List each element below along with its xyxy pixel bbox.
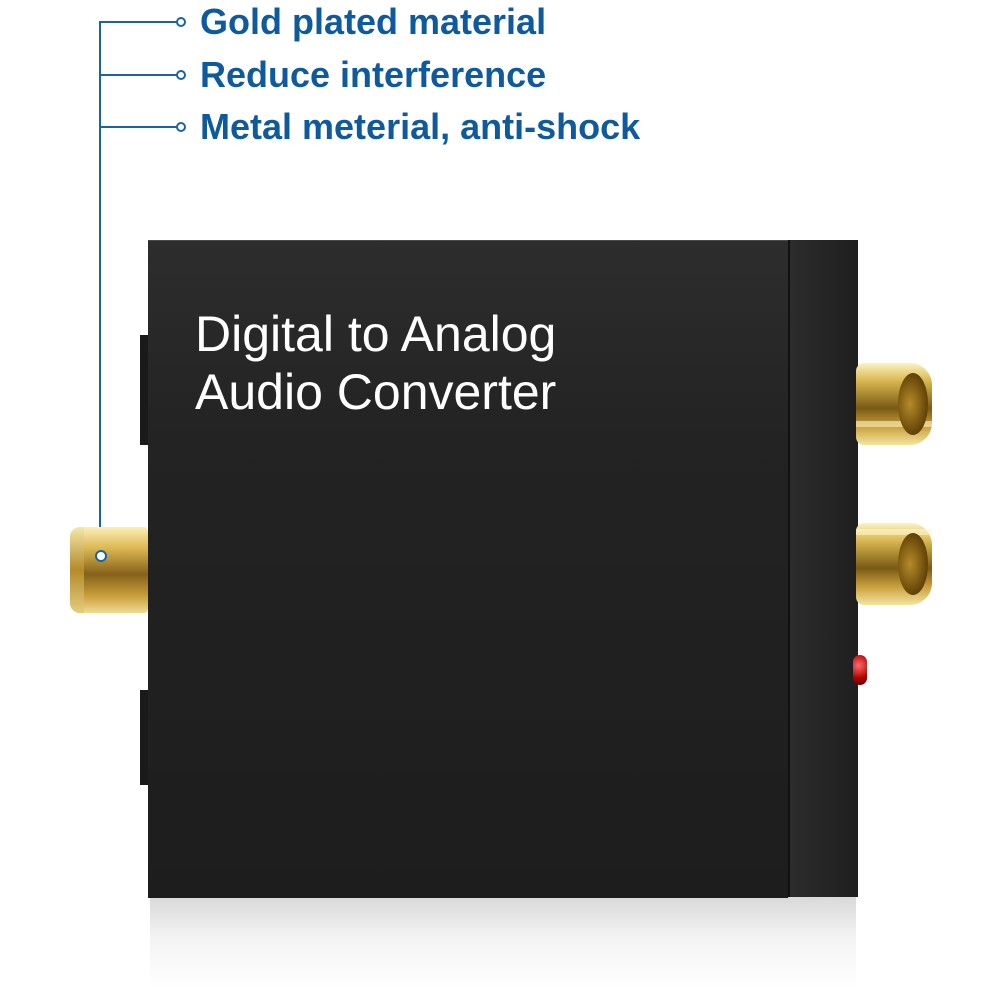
device-edge-lower [140,690,148,785]
device-title-line1: Digital to Analog [195,306,557,362]
feature-callouts: Gold plated material Reduce interference… [0,0,1000,552]
optical-port-callout-dot [95,550,107,562]
callout-dot-2 [176,70,186,80]
leader-line-3 [99,126,177,128]
optical-input-port [70,527,148,613]
device-title: Digital to Analog Audio Converter [195,305,556,421]
converter-body [148,240,788,898]
callout-dot-3 [176,122,186,132]
leader-line-vertical [99,22,101,552]
callout-metal-material: Metal meterial, anti-shock [200,106,641,147]
power-led-icon [853,655,867,685]
callout-gold-plated: Gold plated material [200,1,547,42]
device-edge-upper [140,335,148,445]
callout-reduce-interference: Reduce interference [200,54,547,95]
device-reflection [150,897,856,987]
rca-output-top [856,363,932,445]
callout-dot-1 [176,17,186,27]
leader-line-2 [99,74,177,76]
converter-side-panel [788,240,858,897]
device-title-line2: Audio Converter [195,364,557,420]
rca-output-bottom [856,523,932,605]
optical-port-cap [70,527,84,613]
leader-line-1 [99,21,177,23]
